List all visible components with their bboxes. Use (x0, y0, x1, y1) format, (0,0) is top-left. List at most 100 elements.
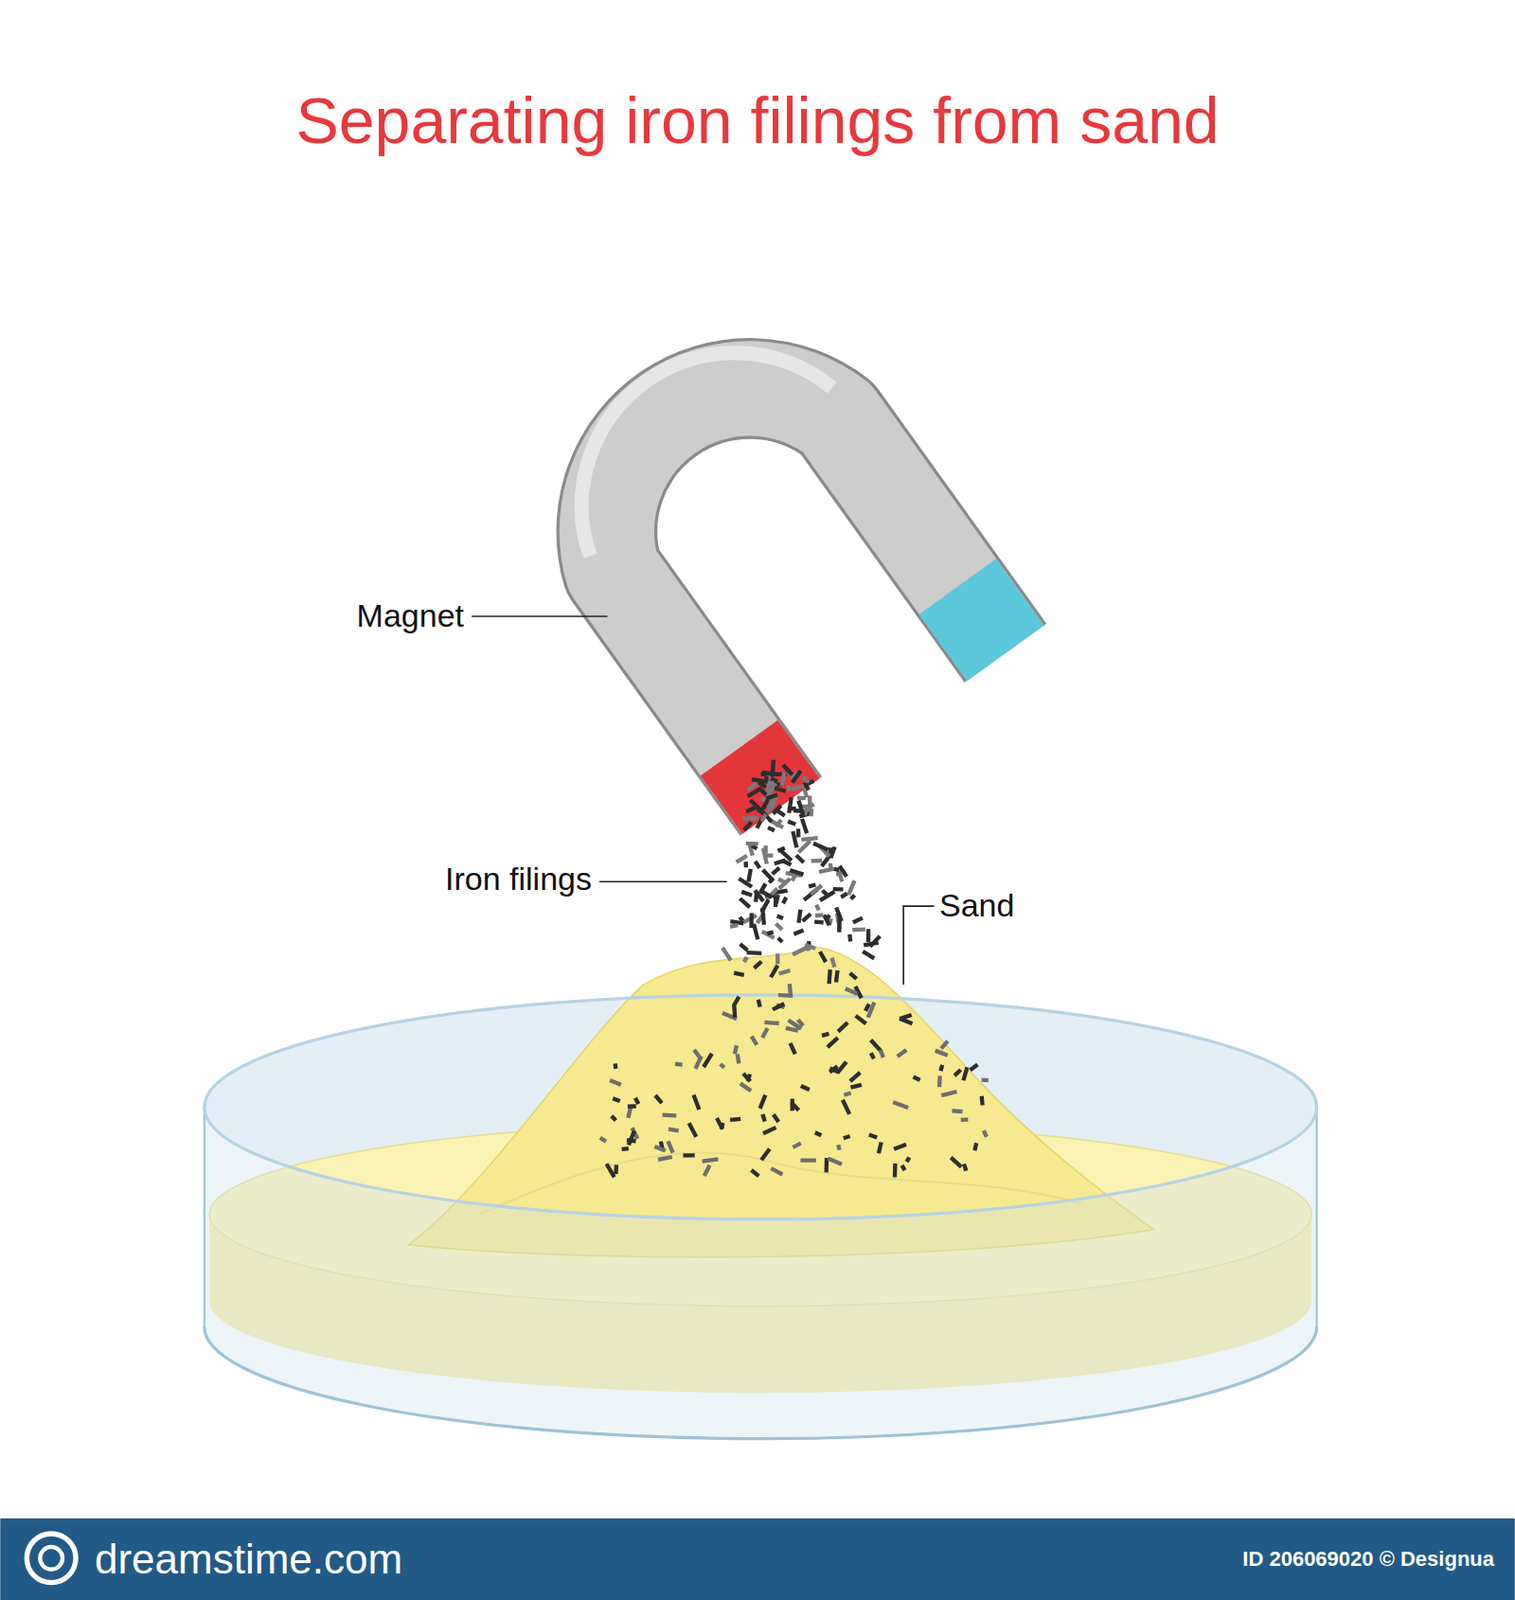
footer-bar (0, 1518, 1515, 1600)
magnet-south-pole (957, 587, 1006, 654)
iron-filing (626, 1138, 637, 1143)
iron-filing (767, 876, 776, 885)
iron-filing (868, 934, 881, 948)
iron-filing (720, 946, 732, 963)
iron-filing (748, 798, 765, 813)
iron-filing (818, 950, 828, 963)
iron-filing (784, 1026, 799, 1034)
iron-filing (599, 1136, 608, 1144)
iron-filing (774, 894, 781, 905)
footer-logo (26, 1533, 76, 1584)
iron-filing (760, 796, 775, 811)
iron-filing (848, 971, 858, 981)
iron-filing (741, 890, 753, 898)
iron-filing (900, 1164, 908, 1172)
iron-filing (878, 1049, 886, 1059)
iron-filing (682, 1153, 695, 1158)
part-label: Magnet (356, 597, 464, 635)
iron-filing (786, 797, 794, 814)
iron-filing (939, 1039, 949, 1051)
iron-filing (861, 949, 875, 961)
iron-filing (852, 916, 864, 926)
iron-filing (790, 1102, 802, 1113)
iron-filing (980, 1077, 988, 1083)
iron-filing (778, 968, 791, 977)
iron-filing (826, 969, 833, 984)
iron-filing (653, 1094, 663, 1106)
iron-filing (808, 882, 817, 889)
iron-filing (790, 769, 803, 785)
iron-filing (961, 1117, 969, 1123)
iron-filing (796, 909, 803, 924)
iron-filing (980, 1095, 985, 1106)
iron-filing (837, 865, 849, 878)
iron-filing (819, 867, 836, 875)
magnet-highlight (581, 353, 832, 557)
iron-filing (834, 970, 840, 983)
iron-filing (842, 1134, 851, 1141)
iron-filing (731, 1003, 737, 1018)
iron-filing (743, 861, 749, 868)
iron-filing (668, 1127, 679, 1134)
iron-filing (837, 1020, 850, 1034)
iron-filing (776, 936, 784, 944)
iron-filing (742, 816, 758, 821)
iron-filing (770, 866, 781, 876)
magnet-body (606, 388, 1006, 806)
iron-filing (769, 1166, 784, 1177)
iron-filing (800, 1084, 811, 1092)
iron-filing (848, 1070, 861, 1084)
iron-filing (766, 825, 776, 833)
leader-line (471, 615, 607, 618)
iron-filing (759, 813, 767, 823)
iron-filing (738, 942, 749, 952)
iron-filing (938, 1064, 945, 1071)
iron-filing (675, 1062, 683, 1068)
iron-filing (802, 782, 810, 791)
iron-filing (815, 912, 824, 918)
iron-filing (761, 929, 776, 941)
iron-filing (868, 1132, 878, 1140)
iron-filing (714, 1117, 725, 1130)
iron-filing (781, 896, 788, 905)
iron-filing (892, 1142, 908, 1152)
iron-filing (840, 1099, 852, 1116)
iron-filing (609, 1114, 618, 1123)
iron-filing (912, 1075, 922, 1083)
iron-filing (748, 912, 754, 928)
iron-filing (812, 841, 829, 853)
iron-filing (760, 1027, 769, 1039)
dish-base (204, 1326, 1318, 1440)
iron-filing (891, 1100, 909, 1110)
iron-filing (752, 960, 764, 970)
iron-filing (612, 1063, 618, 1070)
iron-filing (777, 846, 786, 854)
iron-filing (941, 1089, 958, 1098)
iron-filing (749, 1168, 761, 1178)
iron-filing (836, 1144, 842, 1152)
iron-filing (800, 1158, 816, 1162)
iron-filing (753, 860, 762, 870)
iron-filing (608, 1078, 622, 1088)
iron-filing (751, 777, 768, 785)
iron-filings (599, 760, 989, 1179)
iron-filing (737, 876, 753, 889)
iron-filing (821, 913, 831, 927)
iron-filing (809, 808, 815, 817)
iron-filing (746, 841, 759, 847)
iron-filing (627, 1104, 637, 1109)
iron-filing (654, 1144, 667, 1153)
magnet-north-pole (739, 748, 782, 806)
iron-filing (742, 956, 749, 964)
iron-filing (730, 1117, 741, 1123)
iron-filing (749, 1034, 759, 1046)
iron-filing (759, 1147, 771, 1161)
iron-filing (833, 867, 839, 873)
iron-filing (869, 1051, 876, 1060)
iron-filing (758, 1094, 768, 1110)
iron-filing (876, 1141, 884, 1155)
iron-filing (692, 1049, 703, 1062)
iron-filing (771, 1001, 785, 1012)
iron-filing (814, 919, 824, 925)
